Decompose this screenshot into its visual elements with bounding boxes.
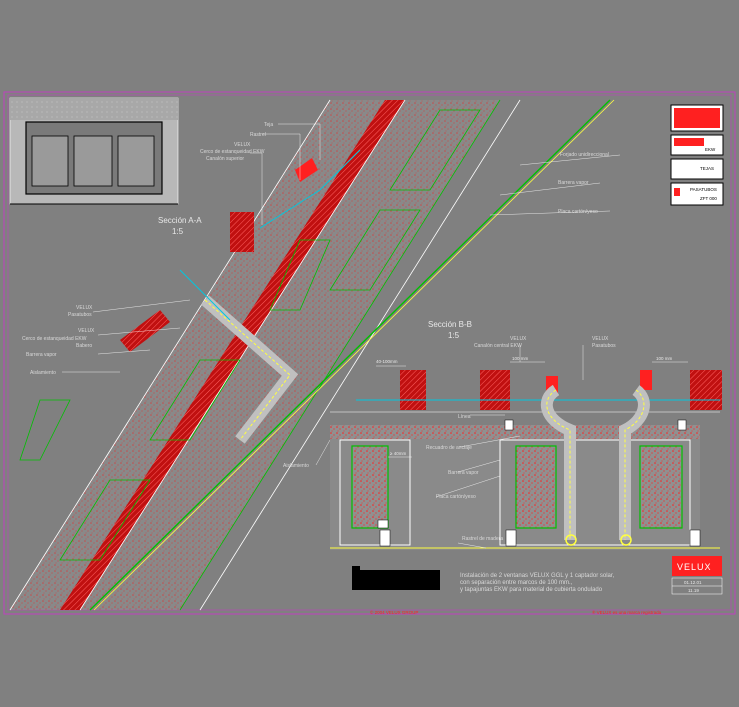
label-bb-recuadro: Recuadro de anclaje xyxy=(426,445,472,451)
dim-mid: 100 mm xyxy=(512,356,529,361)
label-bb-velux-pasatubos: VELUX xyxy=(592,336,609,342)
label-bb-barrera: Barrera vapor xyxy=(448,470,479,476)
label-babero: Babero xyxy=(76,343,92,349)
label-rastrel: Rastrel xyxy=(250,132,266,138)
title-line-3: y tapajuntas EKW para material de cubier… xyxy=(460,587,603,593)
drawing-border xyxy=(3,91,736,615)
section-bb-scale: 1:5 xyxy=(448,331,460,340)
label-bb-canalon-central: Canalón central EKW xyxy=(474,343,522,349)
drawing-inner-border xyxy=(7,94,732,611)
velux-logo: VELUX xyxy=(677,562,712,572)
title-code: 01.12.01 xyxy=(684,580,702,585)
legend-label-0: VELUX GGL xyxy=(680,122,706,127)
legend-boxes xyxy=(670,104,724,206)
label-cerco-estanqueidad2: Cerco de estanqueidad EKW xyxy=(22,336,87,342)
title-sheet: 11.19 xyxy=(688,588,699,593)
legend-sub-3: ZFT 000 xyxy=(700,196,717,201)
section-aa-drawing xyxy=(9,99,621,611)
label-barrera-vapor2: Barrera vapor xyxy=(558,180,589,186)
label-aislamiento2: Aislamiento xyxy=(283,463,309,469)
dim-small: ≥ 40mm xyxy=(390,451,406,456)
label-bb-pasatubos: Pasatubos xyxy=(592,343,616,349)
legend-label-3: PASATUBOS xyxy=(690,187,717,192)
key-plan xyxy=(9,97,179,205)
title-block xyxy=(352,556,723,595)
title-line-2: con separación entre marcos de 100 mm., xyxy=(460,580,573,586)
label-aislamiento: Aislamiento xyxy=(30,370,56,376)
section-aa-scale: 1:5 xyxy=(172,227,184,236)
label-placa-carton: Placa cartón/yeso xyxy=(558,209,598,215)
label-bb-rastrel: Rastrel de madera xyxy=(462,536,503,542)
dim-left: 40-100mm xyxy=(376,359,398,364)
label-forjado: Forjado unidireccional xyxy=(560,152,609,158)
label-velux-cerco: VELUX xyxy=(234,142,251,148)
footer-trademark: ® VELUX es una marca registrada xyxy=(592,609,662,615)
legend-label-2: TEJAS xyxy=(700,166,714,171)
footer-copyright: © 2004 VELUX GROUP xyxy=(370,609,418,615)
section-aa-title: Sección A-A xyxy=(158,216,202,225)
section-bb-drawing xyxy=(330,345,722,550)
label-bb-placa: Placa cartón/yeso xyxy=(436,494,476,500)
label-bb-velux-canalon: VELUX xyxy=(510,336,527,342)
label-canalon-superior: Canalón superior xyxy=(206,156,244,162)
legend-label-1: EKW xyxy=(705,147,716,152)
label-cerco-estanqueidad: Cerco de estanqueidad EKW xyxy=(200,149,265,155)
label-teja: Teja xyxy=(264,122,273,128)
title-line-1: Instalación de 2 ventanas VELUX GGL y 1 … xyxy=(460,573,615,579)
label-velux-pasatubos: VELUX xyxy=(76,305,93,311)
label-bb-linea: Línea xyxy=(458,414,471,420)
label-barrera-vapor: Barrera vapor xyxy=(26,352,57,358)
section-bb-title: Sección B-B xyxy=(428,320,472,329)
label-pasatubos: Pasatubos xyxy=(68,312,92,318)
label-velux-cerco2: VELUX xyxy=(78,328,95,334)
dim-right: 100 mm xyxy=(656,356,673,361)
